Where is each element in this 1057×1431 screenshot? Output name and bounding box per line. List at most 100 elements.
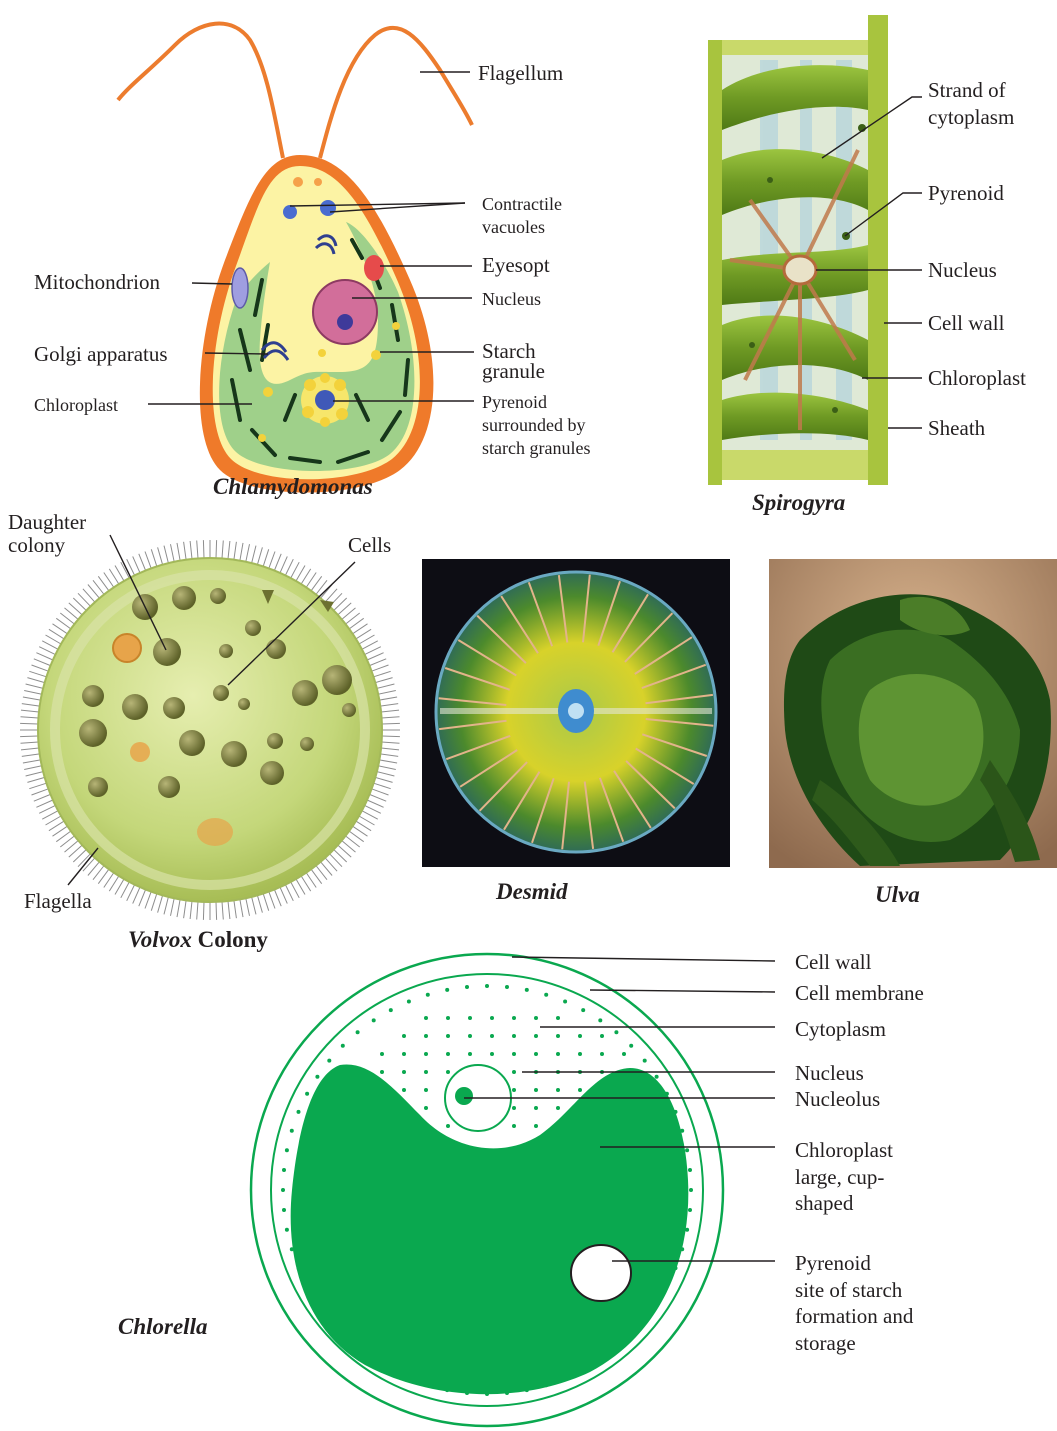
chlorella-cytoplasm-dot <box>556 1088 560 1092</box>
label-chlorella-nucleolus: Nucleolus <box>795 1087 880 1111</box>
chlorella-cytoplasm-dot <box>655 1075 659 1079</box>
desmid-photo: Desmid <box>422 559 730 904</box>
volvox-daughter-colony <box>238 698 250 710</box>
chlorella-cytoplasm-dot <box>290 1129 294 1133</box>
chlorella-nucleolus <box>455 1087 473 1105</box>
chlamydomonas-flagellum-left <box>118 24 283 158</box>
volvox-flagellum <box>151 549 157 566</box>
volvox-flagellum <box>21 717 39 718</box>
volvox-flagellum <box>240 899 243 917</box>
caption-volvox-rest: Colony <box>192 927 269 952</box>
volvox-flagellum <box>274 890 281 907</box>
chlorella-cytoplasm-dot <box>356 1030 360 1034</box>
chlorella-cytoplasm-dot <box>297 1110 301 1114</box>
volvox-flagellum <box>374 783 391 789</box>
chlorella-cytoplasm-dot <box>490 1034 494 1038</box>
label-cells: Cells <box>348 533 391 557</box>
volvox-flagellum <box>22 754 40 757</box>
volvox-flagellum <box>382 742 400 743</box>
chlorella-cytoplasm-dot <box>600 1052 604 1056</box>
label-spirogyra-nucleus: Nucleus <box>928 258 997 282</box>
chlorella-cytoplasm-dot <box>282 1168 286 1172</box>
chlorella-cytoplasm-dot <box>446 1070 450 1074</box>
volvox-flagellum <box>139 554 146 571</box>
chlorella-cytoplasm-dot <box>556 1106 560 1110</box>
label-chlorella-pyrenoid-3: formation and <box>795 1304 914 1328</box>
chlorella-cytoplasm-dot <box>285 1228 289 1232</box>
volvox-flagellum <box>24 766 42 770</box>
chlorella-cytoplasm-dot <box>485 984 489 988</box>
volvox-flagellum <box>164 546 168 564</box>
label-chlorella-pyrenoid-1: Pyrenoid <box>795 1251 871 1275</box>
volvox-flagellum <box>27 678 44 683</box>
chlorella-cytoplasm-dot <box>563 1000 567 1004</box>
chlorella-cytoplasm-dot <box>685 1148 689 1152</box>
volvox-flagellum <box>23 760 41 763</box>
chlorella-cytoplasm-dot <box>407 1000 411 1004</box>
volvox-flagellum <box>375 777 392 782</box>
volvox-daughter-colony <box>179 730 205 756</box>
volvox-flagellum <box>29 783 46 789</box>
volvox-flagellum <box>365 647 381 655</box>
chlamydomonas-eyespot <box>364 255 384 281</box>
volvox-flagellum <box>42 811 58 820</box>
volvox-flagellum <box>380 754 398 757</box>
caption-chlorella: Chlorella <box>118 1314 207 1339</box>
volvox-flagellum <box>177 543 180 561</box>
volvox-flagellum <box>301 876 311 891</box>
volvox-flagellum <box>24 691 42 695</box>
volvox-flagellum <box>197 902 198 920</box>
volvox-flagellum <box>39 805 55 813</box>
label-strand-1: Strand of <box>928 78 1006 102</box>
chlorella-cytoplasm-dot <box>315 1075 319 1079</box>
chlamydomonas-contractile-vacuole-1 <box>283 205 297 219</box>
volvox-flagellum <box>20 723 38 724</box>
volvox-flagellum <box>133 887 140 904</box>
label-starch-2: granule <box>482 359 545 383</box>
volvox-flagellum <box>184 900 187 918</box>
chlorella-cytoplasm-dot <box>556 1034 560 1038</box>
volvox-flagellum <box>133 556 140 573</box>
chlorella-cytoplasm-dot <box>490 1052 494 1056</box>
volvox-daughter-colony <box>219 644 233 658</box>
chlorella-cytoplasm-dot <box>380 1052 384 1056</box>
volvox-flagellum <box>381 710 399 712</box>
chlorella-cytoplasm-dot <box>689 1188 693 1192</box>
volvox-flagellum <box>216 540 217 558</box>
chlamydomonas-diagram: Flagellum Contractile vacuoles Eyesopt N… <box>34 24 590 499</box>
volvox-flagellum <box>252 546 256 564</box>
chlorella-cytoplasm-dot <box>629 1044 633 1048</box>
volvox-flagellum <box>36 800 53 807</box>
volvox-flagellum <box>263 894 269 911</box>
volvox-daughter-colony <box>82 685 104 707</box>
chlamydomonas-nucleolus <box>337 314 353 330</box>
label-pyrenoid-1: Pyrenoid <box>482 392 547 412</box>
volvox-flagellum <box>49 629 64 639</box>
volvox-flagellum <box>27 777 44 782</box>
volvox-flagellum <box>139 890 146 907</box>
chlorella-cytoplasm-dot <box>465 985 469 989</box>
volvox-flagellum <box>222 541 223 559</box>
volvox-flagellum <box>26 684 43 688</box>
volvox-flagellum <box>158 895 163 912</box>
volvox-flagellum <box>115 879 124 895</box>
spirogyra-nucleus <box>784 256 816 284</box>
label-contractile-vacuoles-1: Contractile <box>482 194 562 214</box>
volvox-flagellum <box>203 902 204 920</box>
label-mitochondrion: Mitochondrion <box>34 270 160 294</box>
chlamydomonas-contractile-vacuole-2 <box>320 200 336 216</box>
volvox-flagellum <box>49 821 64 831</box>
volvox-flagellum <box>29 671 46 677</box>
volvox-flagellum <box>374 671 391 677</box>
volvox-diagram: Daughter colony Cells Flagella Volvox Co… <box>8 510 400 952</box>
volvox-flagellum <box>222 902 223 920</box>
chlorella-cytoplasm-dot <box>534 1052 538 1056</box>
chlorella-cytoplasm-dot <box>556 1016 560 1020</box>
label-chlamydomonas-nucleus: Nucleus <box>482 289 541 309</box>
label-spirogyra-cell-wall: Cell wall <box>928 311 1005 335</box>
volvox-flagellum <box>145 892 151 909</box>
volvox-flagellum <box>26 772 43 776</box>
volvox-flagellum <box>22 704 40 707</box>
chlorella-pyrenoid <box>571 1245 631 1301</box>
chlorella-cytoplasm-dot <box>468 1052 472 1056</box>
